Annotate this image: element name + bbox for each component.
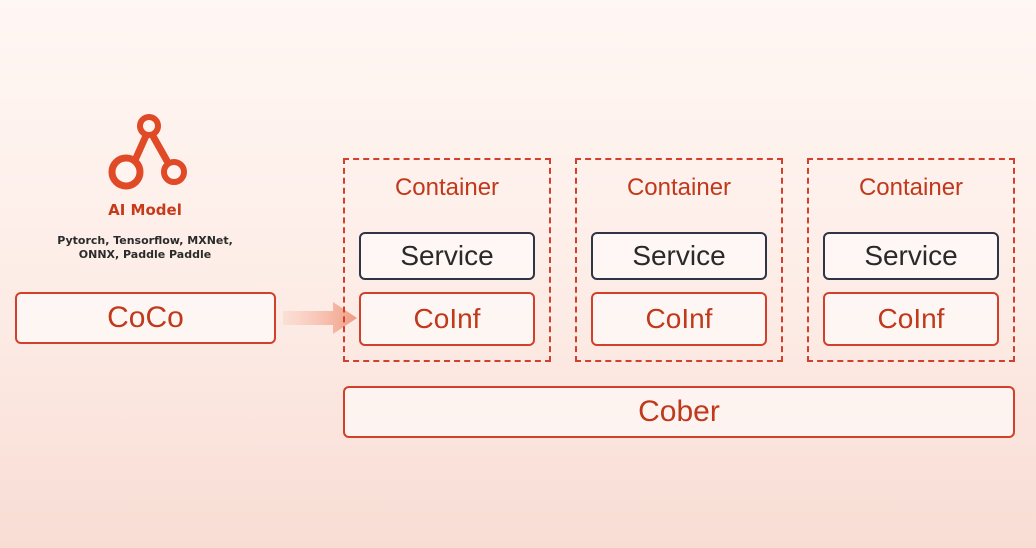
frameworks-line-2: ONNX, Paddle Paddle xyxy=(78,248,212,261)
coinf-box: CoInf xyxy=(591,292,767,346)
container-label: Container xyxy=(626,174,732,201)
container-label: Container xyxy=(394,174,500,201)
model-graph-icon xyxy=(108,114,187,190)
coco-box: CoCo xyxy=(15,292,276,344)
ai-frameworks-text: Pytorch, Tensorflow, MXNet, ONNX, Paddle… xyxy=(30,234,260,262)
service-box: Service xyxy=(823,232,999,280)
frameworks-line-1: Pytorch, Tensorflow, MXNet, xyxy=(57,234,233,247)
arrow-right-icon xyxy=(283,302,357,334)
service-box: Service xyxy=(359,232,535,280)
container-2: Container Service CoInf xyxy=(575,158,783,362)
service-box: Service xyxy=(591,232,767,280)
container-label: Container xyxy=(858,174,964,201)
container-3: Container Service CoInf xyxy=(807,158,1015,362)
coinf-box: CoInf xyxy=(359,292,535,346)
coinf-box: CoInf xyxy=(823,292,999,346)
container-1: Container Service CoInf xyxy=(343,158,551,362)
cober-box: Cober xyxy=(343,386,1015,438)
ai-model-title: AI Model xyxy=(108,201,182,219)
